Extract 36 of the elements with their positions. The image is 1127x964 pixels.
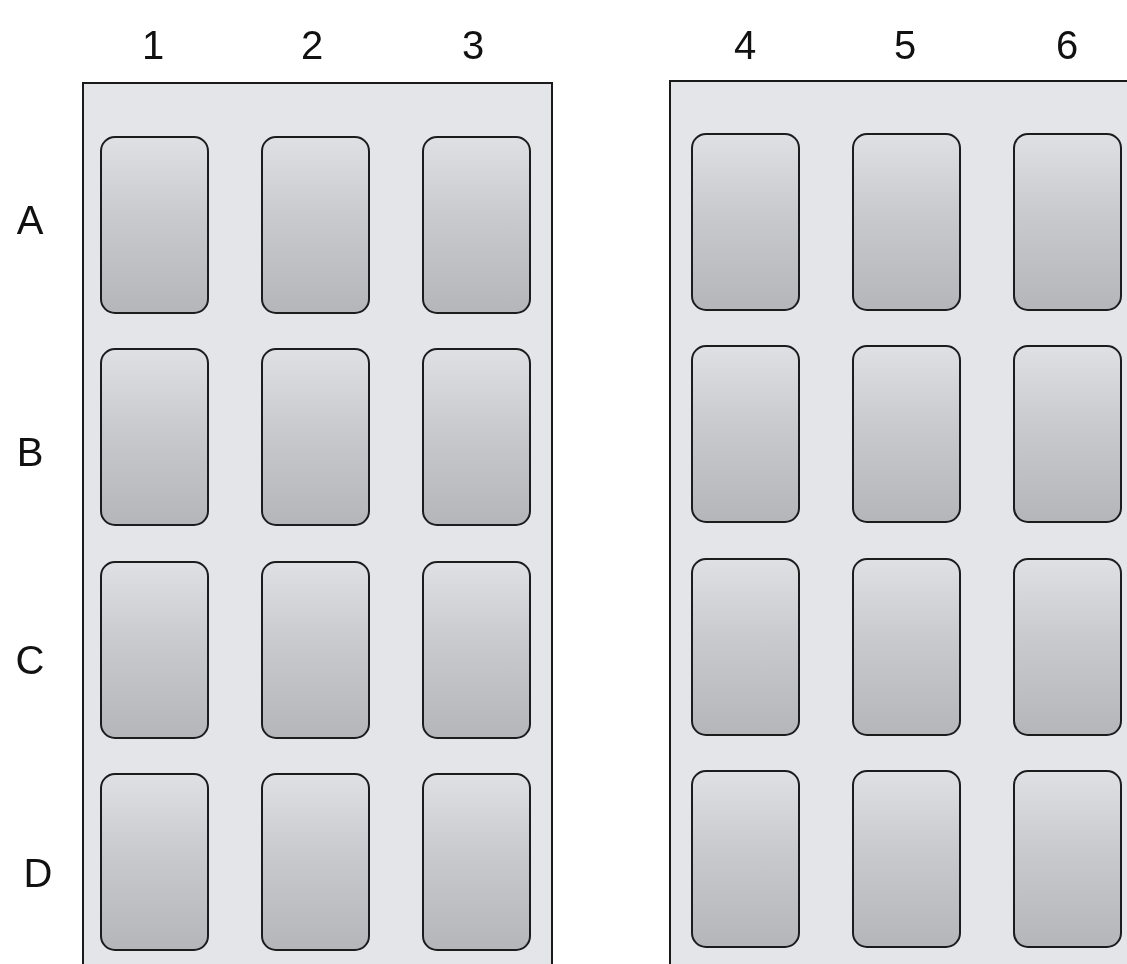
row-label: D: [23, 853, 53, 893]
well-slot: [852, 133, 961, 311]
well-slot: [261, 136, 370, 314]
well-slot: [100, 136, 209, 314]
well-slot: [261, 348, 370, 526]
well-slot: [100, 561, 209, 739]
well-slot: [261, 773, 370, 951]
well-slot: [691, 770, 800, 948]
well-slot: [1013, 770, 1122, 948]
well-slot: [422, 136, 531, 314]
well-slot: [100, 773, 209, 951]
column-label: 1: [141, 25, 165, 65]
well-slot: [691, 558, 800, 736]
column-label: 2: [300, 25, 324, 65]
well-slot: [261, 561, 370, 739]
row-label: B: [16, 432, 44, 472]
well-slot: [852, 770, 961, 948]
column-label: 5: [893, 25, 917, 65]
well-slot: [852, 345, 961, 523]
well-slot: [1013, 558, 1122, 736]
tray-panel: [669, 80, 1127, 964]
well-slot: [852, 558, 961, 736]
column-label: 4: [733, 25, 757, 65]
well-slot: [1013, 345, 1122, 523]
well-slot: [100, 348, 209, 526]
well-slot: [691, 133, 800, 311]
row-label: C: [15, 640, 45, 680]
column-label: 6: [1055, 25, 1079, 65]
well-slot: [691, 345, 800, 523]
well-slot: [422, 773, 531, 951]
column-label: 3: [461, 25, 485, 65]
well-slot: [422, 561, 531, 739]
well-slot: [422, 348, 531, 526]
tray-panel: [82, 82, 553, 964]
well-slot: [1013, 133, 1122, 311]
row-label: A: [16, 200, 44, 240]
